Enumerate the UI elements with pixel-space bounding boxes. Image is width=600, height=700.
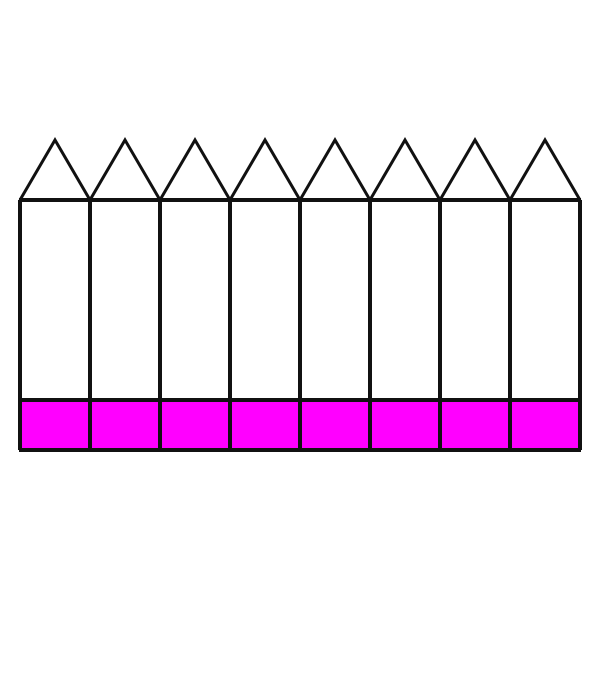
picket-point: [298, 137, 372, 201]
picket-point: [508, 137, 582, 201]
picket-6: [368, 137, 442, 450]
picket-band: [370, 400, 440, 450]
picket-8: [508, 137, 582, 450]
picket-body: [300, 200, 370, 400]
picket-band: [440, 400, 510, 450]
fence-pickets: [18, 137, 582, 452]
picket-body: [440, 200, 510, 400]
picket-2: [88, 137, 162, 450]
picket-body: [20, 200, 90, 400]
picket-4: [228, 137, 302, 450]
picket-body: [510, 200, 580, 400]
picket-5: [298, 137, 372, 450]
picket-7: [438, 137, 512, 450]
picket-point: [88, 137, 162, 201]
picket-band: [20, 400, 90, 450]
picket-band: [90, 400, 160, 450]
picket-point: [158, 137, 232, 201]
picket-point: [438, 137, 512, 201]
picket-point: [18, 137, 92, 201]
picket-body: [160, 200, 230, 400]
picket-band: [160, 400, 230, 450]
picket-body: [230, 200, 300, 400]
picket-3: [158, 137, 232, 450]
picket-band: [230, 400, 300, 450]
picket-body: [370, 200, 440, 400]
picket-1: [18, 137, 92, 450]
picket-band: [510, 400, 580, 450]
picket-band: [300, 400, 370, 450]
picket-point: [228, 137, 302, 201]
picket-body: [90, 200, 160, 400]
picket-point: [368, 137, 442, 201]
